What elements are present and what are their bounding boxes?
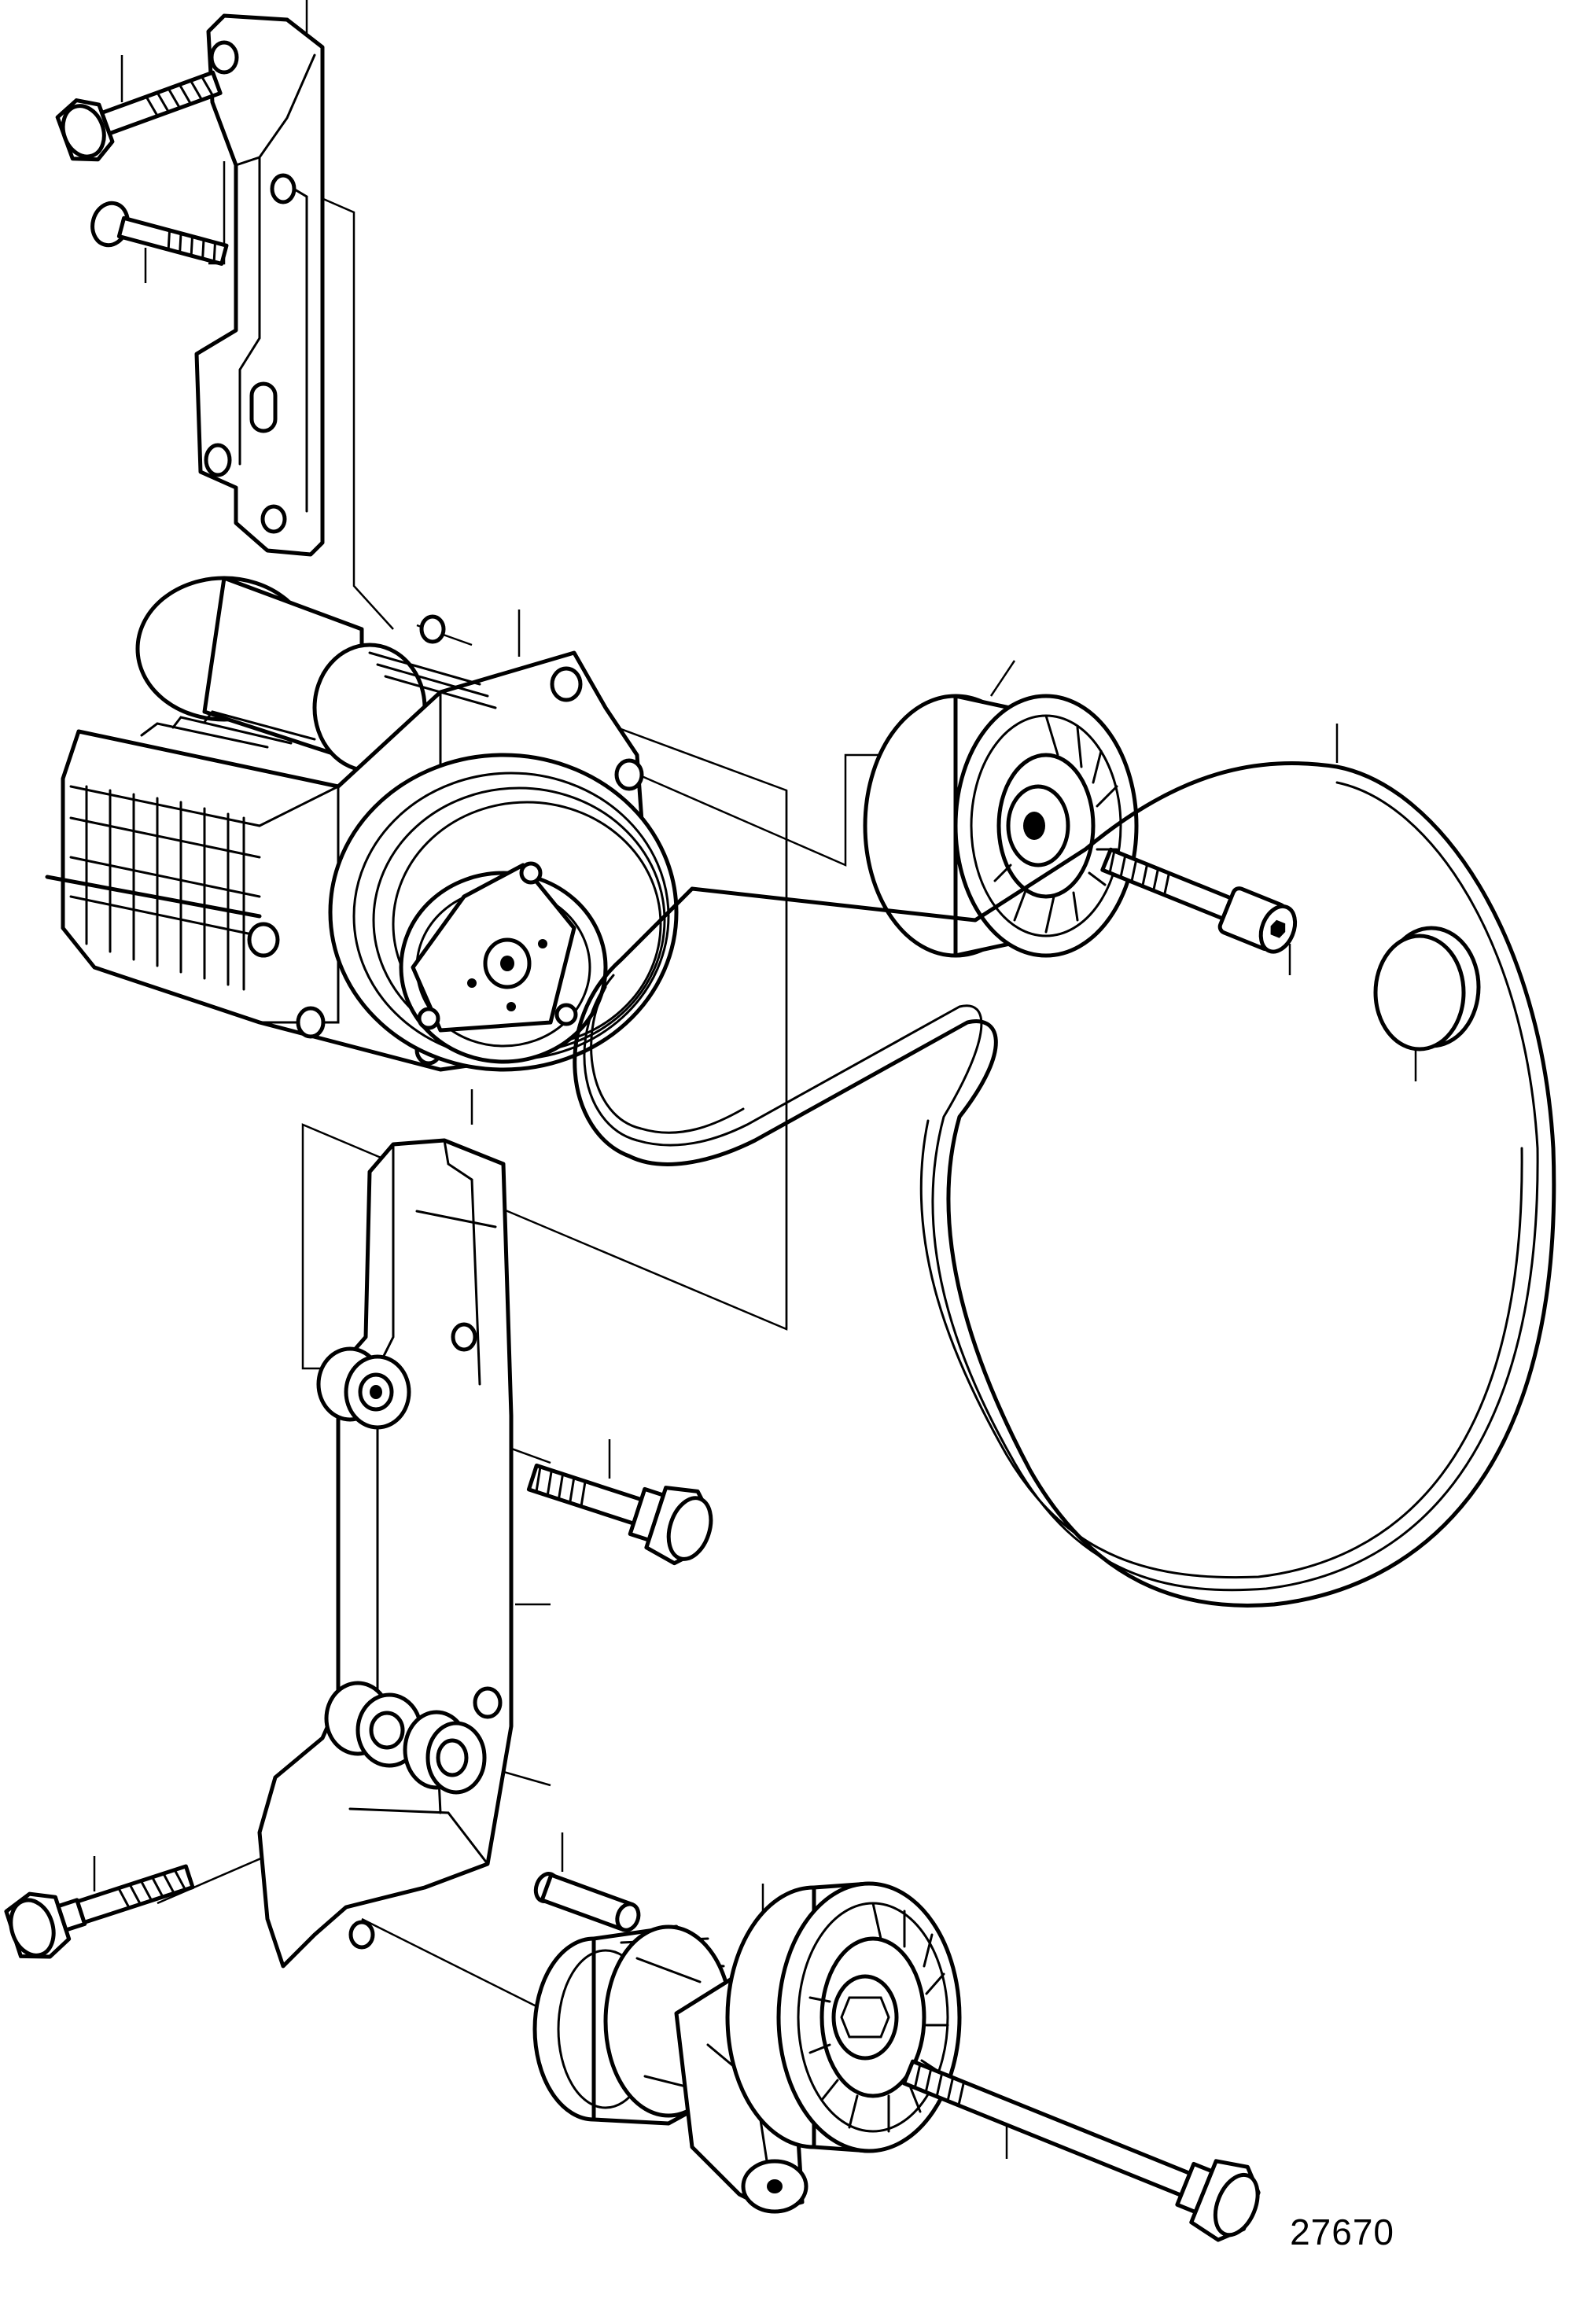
bracket-stud-bolt — [90, 201, 229, 266]
lower-mounting-bracket — [257, 1138, 514, 1969]
idler-pulley-socket-bolt — [1100, 847, 1298, 954]
bracket-hole — [209, 40, 239, 75]
automatic-belt-tensioner — [532, 1881, 962, 2214]
figure-number: 27670 — [1290, 2212, 1394, 2252]
electromagnetic-clutch-pulley — [328, 753, 679, 1072]
bracket-flange-bolt — [55, 70, 223, 162]
lower-bracket-side-bolt — [4, 1864, 195, 1959]
idler-pulley — [863, 694, 1139, 958]
upper-mounting-bracket — [194, 13, 325, 557]
belt-tensioner-guide-pin — [533, 1872, 641, 1932]
poly-v-drive-belt — [573, 761, 1556, 1608]
idler-pulley-dust-cap — [1373, 926, 1481, 1052]
bracket-hole — [204, 443, 232, 477]
bracket-hole — [270, 173, 296, 204]
bracket-hole — [260, 504, 287, 534]
tensioner-long-bolt — [901, 2059, 1261, 2242]
lower-bracket-upper-bolt — [526, 1463, 713, 1566]
bracket-slot — [249, 381, 278, 433]
